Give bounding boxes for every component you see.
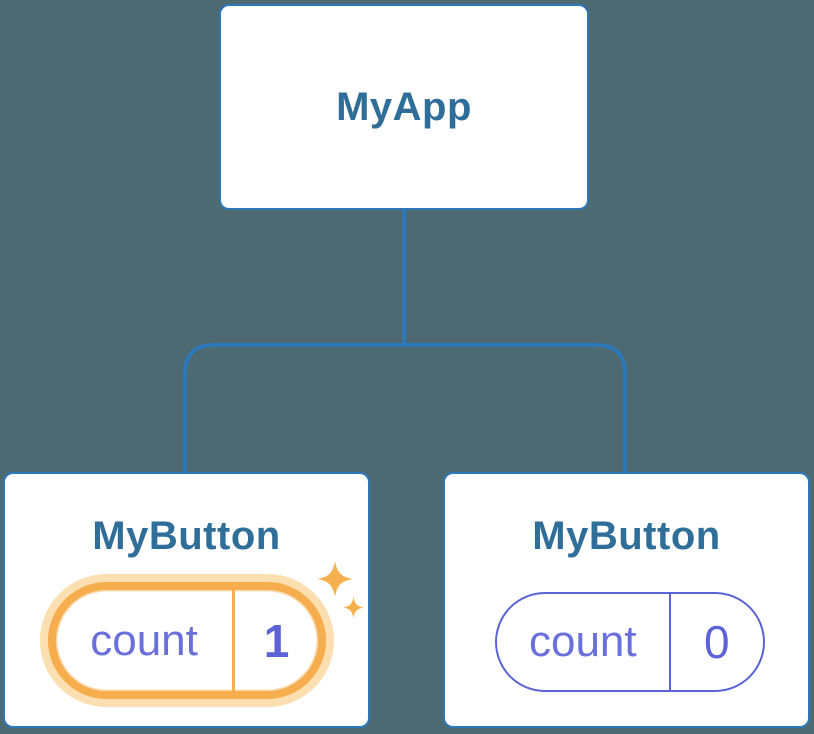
state-key-label: count — [56, 590, 236, 691]
state-value: 1 — [263, 614, 290, 667]
state-pill-ring: count 1 — [48, 582, 326, 699]
connector-branch — [183, 343, 627, 472]
component-node-mybutton-updated: MyButton count 1 — [3, 472, 370, 728]
sparkle-icon — [317, 561, 353, 597]
state-pill: count 0 — [495, 592, 765, 692]
component-node-mybutton: MyButton count 0 — [443, 472, 810, 728]
node-title: MyButton — [92, 514, 281, 558]
state-key-label: count — [497, 594, 671, 690]
component-node-myapp: MyApp — [219, 4, 589, 210]
state-pill-highlighted: count 1 — [40, 574, 334, 707]
node-title: MyButton — [532, 514, 721, 558]
node-title: MyApp — [336, 84, 472, 129]
sparkle-icon — [343, 597, 364, 618]
state-value: 0 — [704, 616, 730, 668]
